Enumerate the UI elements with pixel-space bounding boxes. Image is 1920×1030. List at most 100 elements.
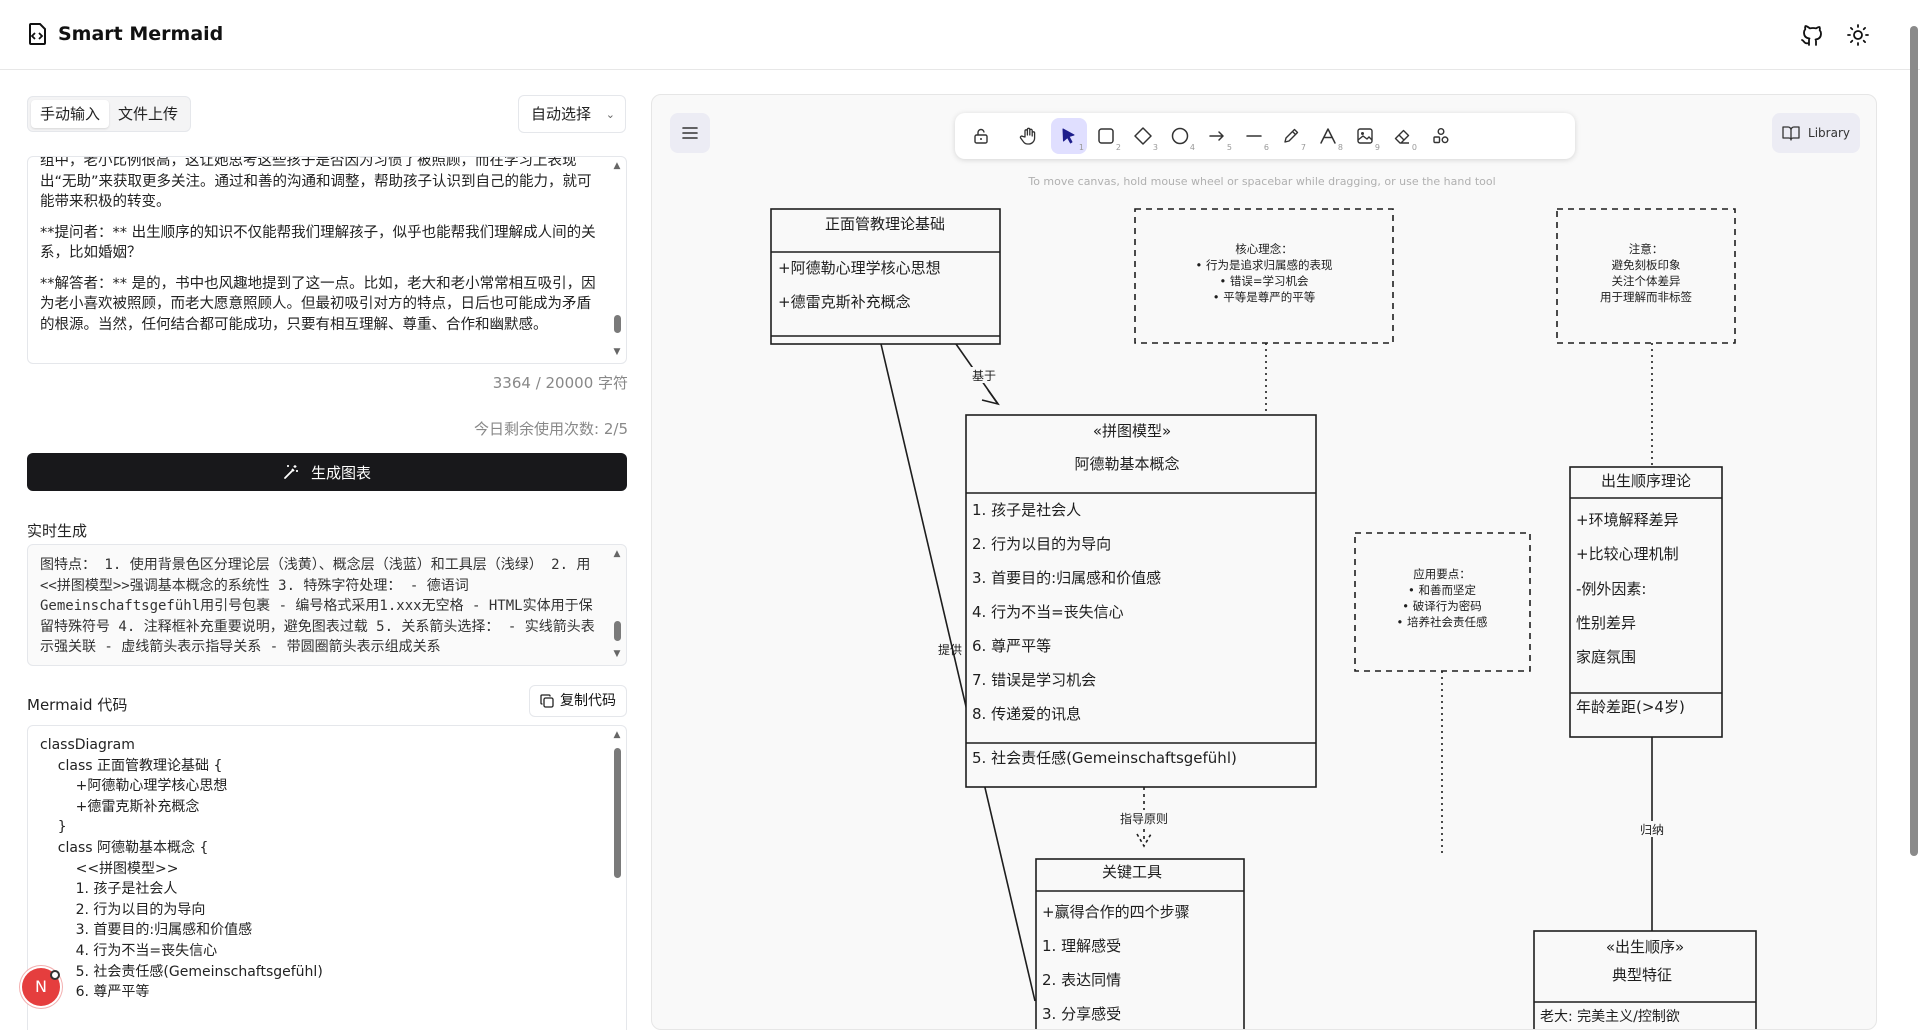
tool-more-shapes[interactable] bbox=[1423, 118, 1459, 154]
page-scrollbar[interactable] bbox=[1908, 26, 1918, 856]
note-caution-line: 用于理解而非标签 bbox=[1600, 290, 1692, 304]
tab-file-upload[interactable]: 文件上传 bbox=[118, 105, 179, 123]
theory-title: 正面管教理论基础 bbox=[825, 215, 945, 233]
tool-shortcut: 1 bbox=[1078, 143, 1084, 152]
label-bg bbox=[970, 367, 998, 383]
theory-item: +德雷克斯补充概念 bbox=[778, 293, 911, 311]
code-line: +阿德勒心理学核心思想 bbox=[40, 778, 228, 795]
tool-text[interactable]: 8 bbox=[1310, 118, 1346, 154]
tool-eraser[interactable]: 0 bbox=[1384, 118, 1420, 154]
birth-order-item: 性别差异 bbox=[1576, 614, 1636, 632]
brand[interactable]: Smart Mermaid bbox=[26, 22, 223, 46]
diagram-canvas[interactable]: 1 2 3 4 5 6 7 8 bbox=[651, 94, 1877, 1030]
code-line: <<拼图模型>> bbox=[40, 860, 179, 877]
code-line: 3. 首要目的:归属感和价值感 bbox=[40, 922, 253, 939]
note-core-line: • 平等是尊严的平等 bbox=[1213, 290, 1315, 304]
tool-line[interactable]: 6 bbox=[1236, 118, 1272, 154]
mermaid-code-editor[interactable]: classDiagram class 正面管教理论基础 { +阿德勒心理学核心思… bbox=[27, 725, 627, 1030]
code-line: 2. 行为以目的为导向 bbox=[40, 901, 206, 918]
tool-selection[interactable]: 1 bbox=[1051, 118, 1087, 154]
edge-label-summarize: 归纳 bbox=[1640, 823, 1664, 837]
shapes-icon bbox=[1433, 128, 1449, 144]
tool-rectangle[interactable]: 2 bbox=[1088, 118, 1124, 154]
note-caution-line: 避免刻板印象 bbox=[1612, 258, 1681, 272]
concepts-class-box bbox=[965, 414, 1317, 788]
scroll-up-icon[interactable]: ▲ bbox=[613, 161, 621, 171]
input-panel: 手动输入 文件上传 自动选择 ⌄ 组中，老小比例很高，这让她思考这些孩子是否因为… bbox=[0, 70, 650, 1030]
note-core-line: • 行为是追求归属感的表现 bbox=[1196, 258, 1333, 272]
tool-shortcut: 0 bbox=[1411, 143, 1417, 152]
scroll-up-icon[interactable]: ▲ bbox=[613, 549, 621, 559]
birth-features-title: 典型特征 bbox=[1612, 966, 1672, 984]
note-apply-line: • 破译行为密码 bbox=[1402, 599, 1481, 613]
birth-order-item: +比较心理机制 bbox=[1576, 545, 1679, 563]
text-input-area[interactable]: 组中，老小比例很高，这让她思考这些孩子是否因为习惯了被照顾，而在学习上表现出“无… bbox=[27, 156, 627, 364]
avatar-status-dot bbox=[50, 970, 60, 980]
tool-diamond[interactable]: 3 bbox=[1125, 118, 1161, 154]
tool-shortcut: 7 bbox=[1300, 143, 1306, 152]
concepts-item: 7. 错误是学习机会 bbox=[972, 671, 1096, 689]
tool-lock[interactable] bbox=[963, 118, 999, 154]
text-paragraph: **解答者：** 是的，书中也风趣地提到了这一点。比如，老大和老小常常相互吸引，… bbox=[40, 275, 596, 333]
code-line: class 阿德勒基本概念 { bbox=[40, 839, 209, 856]
tools-title: 关键工具 bbox=[1102, 863, 1162, 881]
birth-order-class-box bbox=[1569, 466, 1723, 738]
line-icon bbox=[1246, 135, 1262, 137]
note-core-line: • 错误=学习机会 bbox=[1219, 274, 1309, 288]
tool-image[interactable]: 9 bbox=[1347, 118, 1383, 154]
drawing-toolbar: 1 2 3 4 5 6 7 8 bbox=[955, 113, 1575, 159]
model-select[interactable]: 自动选择 ⌄ bbox=[518, 95, 626, 133]
concepts-item: 8. 传递爱的讯息 bbox=[972, 705, 1081, 723]
class-diagram: 正面管教理论基础 +阿德勒心理学核心思想 +德雷克斯补充概念 核心理念： • 行… bbox=[770, 208, 1757, 1029]
label-bg bbox=[1116, 810, 1172, 826]
code-line: 5. 社会责任感(Gemeinschaftsgefühl) bbox=[40, 963, 323, 980]
copy-code-label: 复制代码 bbox=[560, 693, 616, 709]
note-core-line: 核心理念： bbox=[1235, 242, 1293, 256]
concepts-item: 2. 行为以目的为导向 bbox=[972, 535, 1111, 553]
scroll-thumb[interactable] bbox=[614, 621, 621, 641]
note-apply-line: • 培养社会责任感 bbox=[1397, 615, 1488, 629]
hamburger-icon bbox=[682, 127, 698, 139]
tool-hand[interactable] bbox=[1011, 118, 1047, 154]
arrowhead bbox=[981, 389, 1000, 406]
birth-features-stereotype: «出生顺序» bbox=[1606, 938, 1684, 956]
live-scrollbar[interactable]: ▲ ▼ bbox=[612, 545, 622, 665]
generate-button[interactable]: 生成图表 bbox=[27, 453, 627, 491]
tool-pencil[interactable]: 7 bbox=[1273, 118, 1309, 154]
birth-order-footer: 年龄差距(>4岁) bbox=[1576, 698, 1685, 716]
note-core-box bbox=[1134, 208, 1394, 344]
canvas-hint: To move canvas, hold mouse wheel or spac… bbox=[1028, 175, 1496, 188]
text-scrollbar[interactable]: ▲ ▼ bbox=[612, 157, 622, 363]
note-caution-line: 注意： bbox=[1629, 242, 1664, 256]
note-caution-line: 关注个体差异 bbox=[1612, 274, 1681, 288]
live-output-box[interactable]: 图特点： 1. 使用背景色区分理论层（浅黄）、概念层（浅蓝）和工具层（浅绿） 2… bbox=[27, 544, 627, 666]
scroll-thumb[interactable] bbox=[614, 315, 621, 333]
lock-icon bbox=[974, 128, 988, 144]
text-paragraph: 组中，老小比例很高，这让她思考这些孩子是否因为习惯了被照顾，而在学习上表现出“无… bbox=[40, 156, 592, 210]
page-scroll-thumb[interactable] bbox=[1910, 26, 1918, 856]
code-scrollbar[interactable]: ▲ bbox=[612, 726, 622, 1030]
theme-toggle-icon[interactable] bbox=[1846, 23, 1870, 47]
library-button[interactable]: Library bbox=[1772, 113, 1860, 153]
scroll-thumb[interactable] bbox=[614, 748, 621, 878]
copy-icon bbox=[540, 694, 554, 708]
note-apply-box bbox=[1354, 532, 1531, 672]
edge-label-guides: 指导原则 bbox=[1120, 811, 1168, 826]
github-icon[interactable] bbox=[1800, 23, 1824, 47]
concepts-title: 阿德勒基本概念 bbox=[1074, 455, 1179, 473]
tool-ellipse[interactable]: 4 bbox=[1162, 118, 1198, 154]
scroll-down-icon[interactable]: ▼ bbox=[613, 347, 621, 357]
image-icon bbox=[1357, 128, 1373, 144]
code-line: class 正面管教理论基础 { bbox=[40, 757, 223, 774]
tool-arrow[interactable]: 5 bbox=[1199, 118, 1235, 154]
canvas-menu-button[interactable] bbox=[670, 113, 710, 153]
copy-code-button[interactable]: 复制代码 bbox=[529, 685, 627, 717]
birth-features-item: 老大: 完美主义/控制欲 bbox=[1540, 1009, 1680, 1025]
app-title: Smart Mermaid bbox=[58, 23, 224, 45]
arrow-icon bbox=[1209, 131, 1224, 141]
code-line: +德雷克斯补充概念 bbox=[40, 798, 200, 815]
tab-manual-input[interactable]: 手动输入 bbox=[31, 100, 110, 128]
birth-order-item: -例外因素: bbox=[1576, 580, 1646, 598]
scroll-up-icon[interactable]: ▲ bbox=[613, 730, 621, 740]
scroll-down-icon[interactable]: ▼ bbox=[613, 649, 621, 659]
